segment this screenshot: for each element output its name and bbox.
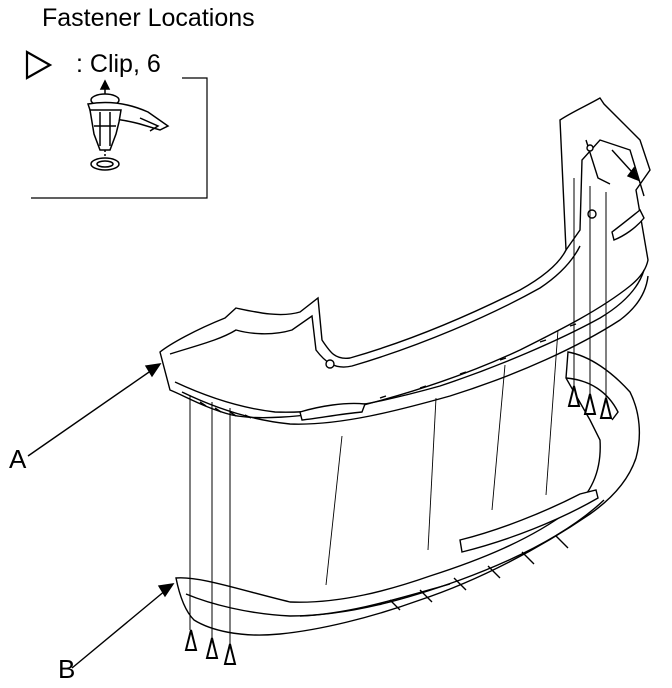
diagram-title: Fastener Locations	[42, 4, 255, 32]
clip-markers-right	[567, 385, 613, 419]
leader-b-arrowhead	[157, 583, 175, 598]
alignment-lines-right	[573, 178, 607, 402]
clip-marker-icon	[567, 385, 581, 407]
leader-clip-right	[611, 149, 633, 173]
leader-a-arrowhead	[144, 363, 162, 378]
clip-marker-icon	[223, 643, 237, 665]
clip-symbol-icon	[25, 50, 53, 80]
leader-clip-right-arrowhead	[626, 166, 640, 182]
clip-marker-icon	[583, 393, 597, 415]
leader-a	[27, 369, 153, 457]
clip-marker-icon	[205, 637, 219, 659]
clip-marker-icon	[599, 397, 613, 419]
bumper-valance-lower	[175, 351, 641, 636]
alignment-lines-left	[189, 395, 231, 644]
callout-a-label: A	[9, 444, 27, 474]
clip-marker-icon	[184, 629, 198, 651]
bumper-cover-upper	[159, 97, 651, 425]
leader-arrows	[27, 149, 640, 669]
clip-markers-left	[184, 629, 237, 665]
clip-detail-icon	[87, 79, 170, 171]
leader-b	[71, 589, 167, 669]
legend-frame	[31, 77, 208, 199]
legend-text: : Clip, 6	[76, 50, 161, 78]
bumper-inner-panels	[325, 329, 559, 586]
callout-b-label: B	[58, 654, 76, 684]
